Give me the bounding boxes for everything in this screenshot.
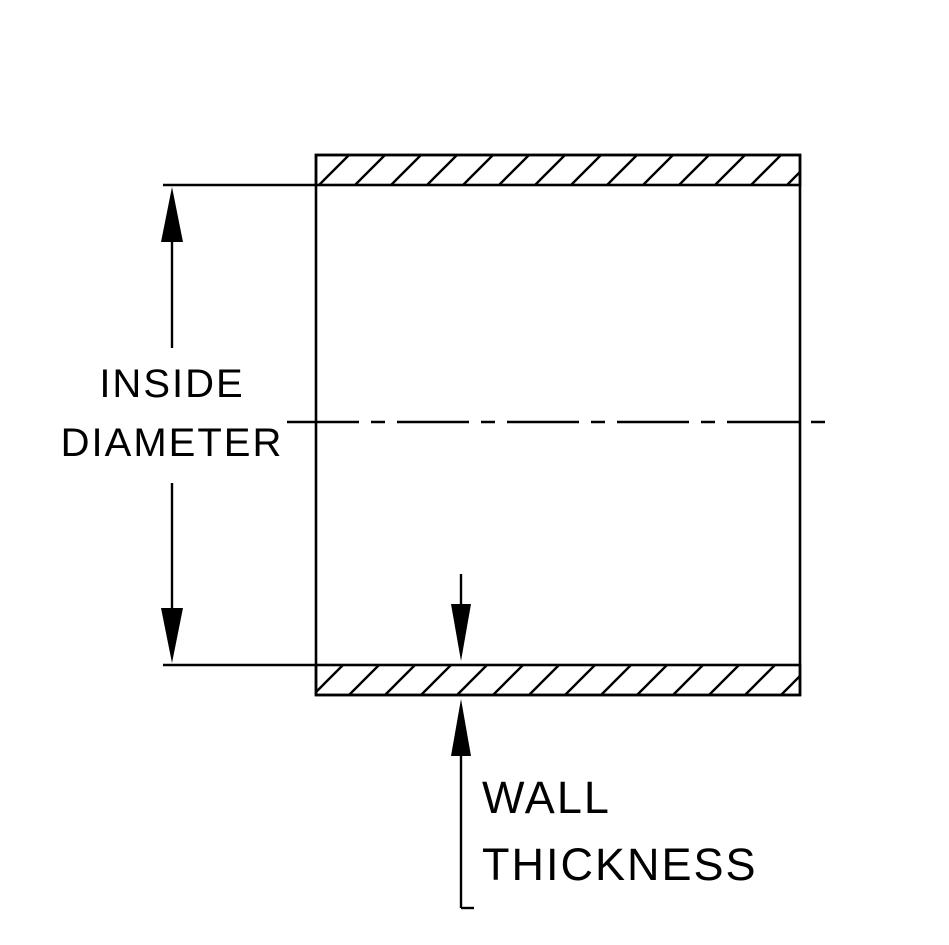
inside-diameter-label-line2: DIAMETER bbox=[61, 421, 284, 465]
arrowhead-down-icon bbox=[161, 608, 183, 663]
tube-body-outline bbox=[314, 153, 802, 697]
arrowhead-up-icon bbox=[161, 187, 183, 242]
wall-thickness-label-line2: THICKNESS bbox=[482, 839, 758, 890]
wall-arrowhead-down-icon bbox=[451, 604, 471, 661]
wall-thickness-label-line1: WALL bbox=[482, 772, 611, 823]
inside-diameter-label-line1: INSIDE bbox=[99, 362, 244, 406]
tube-bottom-wall-hatched bbox=[314, 663, 802, 697]
tube-top-wall-hatched bbox=[314, 153, 802, 187]
wall-arrowhead-up-icon bbox=[451, 699, 471, 756]
